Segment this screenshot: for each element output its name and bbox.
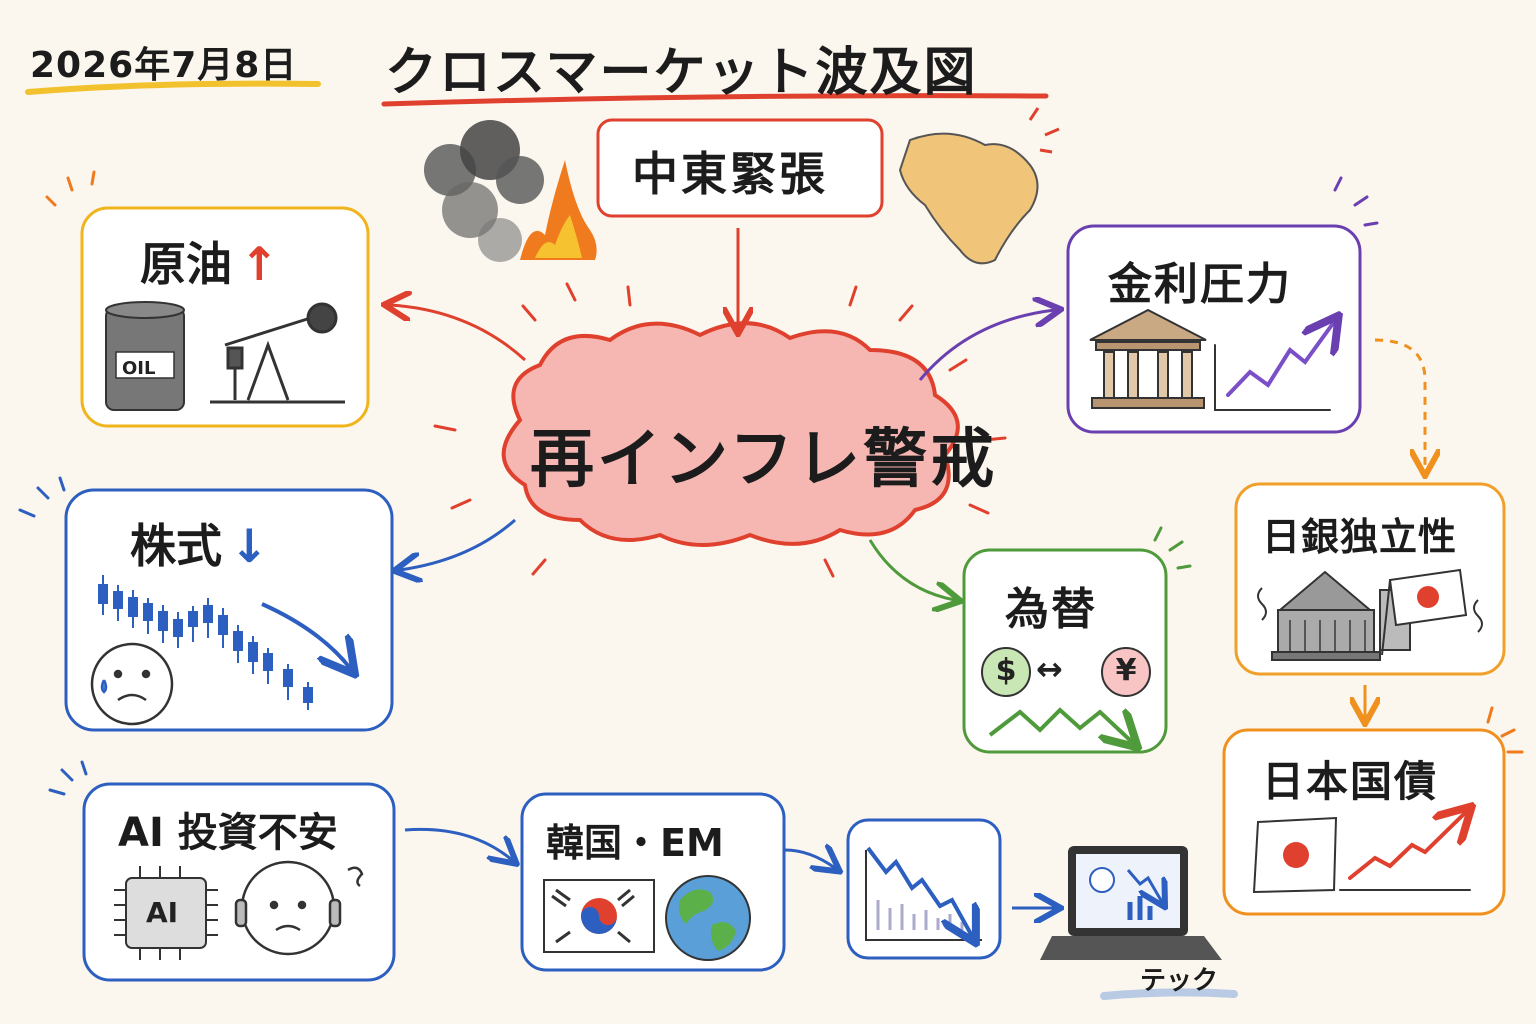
arrow-center-oil [390,305,527,362]
oil-barrel-text: OIL [122,358,156,379]
arrow-rates-boj [1374,338,1425,470]
falling-chart-icon [865,846,982,940]
falling-candles-icon [98,575,313,710]
date-underline [25,80,321,95]
arrow-center-fx [868,539,955,600]
rising-line-icon [1214,322,1334,411]
jgb-label: 日本国債 [1262,757,1439,806]
center-cloud [501,321,960,547]
yen-coin-icon [1101,647,1151,697]
korea-flag-icon [543,879,655,953]
burst-lines [433,282,1007,578]
oil-barrel-icon [105,301,185,411]
up-arrow-icon: ↑ [240,237,279,291]
dollar-coin-icon [981,647,1031,697]
tech-underline [1100,988,1238,1000]
trigger-label: 中東緊張 [632,147,828,201]
ai-label: AI 投資不安 [118,810,338,856]
rates-box [1066,224,1362,434]
sad-face-icon [90,642,174,726]
bank-building-icon [1089,308,1207,409]
falling-chart-box [846,818,1002,960]
tech-label: テック [1140,966,1219,996]
middle-east-map-icon [898,107,1060,265]
arrow-center-rates [918,310,1055,381]
boj-label: 日銀独立性 [1262,515,1458,559]
japan-flag-icon [1252,816,1338,894]
stocks-label: 株式↓ [130,510,269,576]
falling-zigzag-icon [988,707,1132,742]
oil-text: 原油 [140,237,232,291]
dollar-symbol: $ [995,653,1017,688]
trigger-box [596,118,884,218]
fx-label: 為替 [1005,584,1097,635]
worried-robot-icon [234,860,364,956]
center-label: 再インフレ警戒 [530,423,998,497]
down-arrow-icon: ↓ [230,519,269,573]
title-underline [381,93,1049,107]
rising-line-icon [1339,812,1470,891]
rates-label: 金利圧力 [1108,259,1292,310]
arrow-center-stocks [400,518,516,570]
laptop-sad-chart-icon [1040,846,1222,960]
page-title: クロスマーケット波及図 [385,43,978,103]
smoke-fire-icon [424,120,597,262]
globe-icon [665,875,751,961]
pumpjack-icon [210,302,345,404]
stocks-text: 株式 [130,519,222,573]
swap-arrow-icon: ↔ [1036,650,1063,688]
japan-flag-icon [1381,568,1468,656]
ai-chip-icon [114,866,218,960]
yen-symbol: ¥ [1115,653,1137,688]
arrow-ai-korea [404,827,512,860]
korea-em-label: 韓国・EM [546,821,724,865]
arrow-korea-chart [784,850,835,868]
oil-label: 原油↑ [140,228,279,294]
ai-chip-text: AI [146,896,179,929]
fx-box [962,548,1168,754]
falling-arrow-icon [261,602,350,668]
date-label: 2026年7月8日 [30,45,298,86]
